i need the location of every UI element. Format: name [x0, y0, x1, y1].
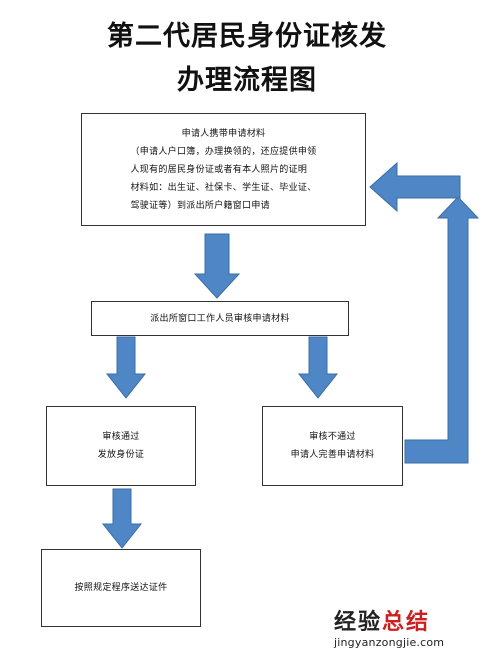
step-apply-line: 人现有的居民身份证或者有本人照片的证明 [130, 164, 308, 175]
watermark-text-accent: 总结 [382, 610, 431, 635]
step-fail-box: 审核不通过 申请人完善申请材料 [262, 406, 403, 486]
arrow-down-apply-to-review [193, 233, 241, 299]
watermark-logo: 经验总结 [334, 604, 488, 636]
arrow-left-into-apply [369, 161, 461, 213]
page-title: 第二代居民身份证核发 [107, 21, 387, 52]
step-apply-box: 申请人携带申请材料 （申请人户口簿，办理换领的，还应提供申领 人现有的居民身份证… [81, 113, 366, 226]
step-apply-line: 驾驶证等）到派出所户籍窗口申请 [130, 200, 270, 211]
step-fail-label: 申请人完善申请材料 [290, 450, 375, 460]
step-apply-line: 材料如：出生证、社保卡、学生证、毕业证、 [130, 182, 317, 193]
step-review-box: 派出所窗口工作人员审核申请材料 [91, 301, 349, 336]
step-review-label: 派出所窗口工作人员审核申请材料 [150, 313, 290, 324]
step-pass-label: 发放身份证 [97, 450, 145, 460]
arrow-loop-fail-to-apply [404, 196, 480, 464]
step-apply-line: （申请人户口簿，办理换领的，还应提供申领 [130, 146, 317, 157]
step-deliver-box: 按照规定程序送达证件 [41, 549, 201, 627]
step-pass-box: 审核通过 发放身份证 [46, 406, 196, 486]
step-fail-label: 审核不通过 [309, 432, 356, 442]
watermark: 经验总结 jingyanzongjie.com [334, 604, 488, 649]
arrow-down-review-to-pass [105, 336, 147, 399]
page-subtitle: 办理流程图 [177, 65, 317, 96]
arrow-down-pass-to-deliver [101, 488, 143, 549]
step-pass-label: 审核通过 [102, 432, 140, 442]
step-apply-line: 申请人携带申请材料 [181, 128, 266, 139]
watermark-text: 经验 [334, 610, 383, 635]
arrow-down-review-to-fail [297, 336, 339, 399]
step-deliver-label: 按照规定程序送达证件 [74, 583, 168, 593]
watermark-url: jingyanzongjie.com [334, 636, 445, 649]
